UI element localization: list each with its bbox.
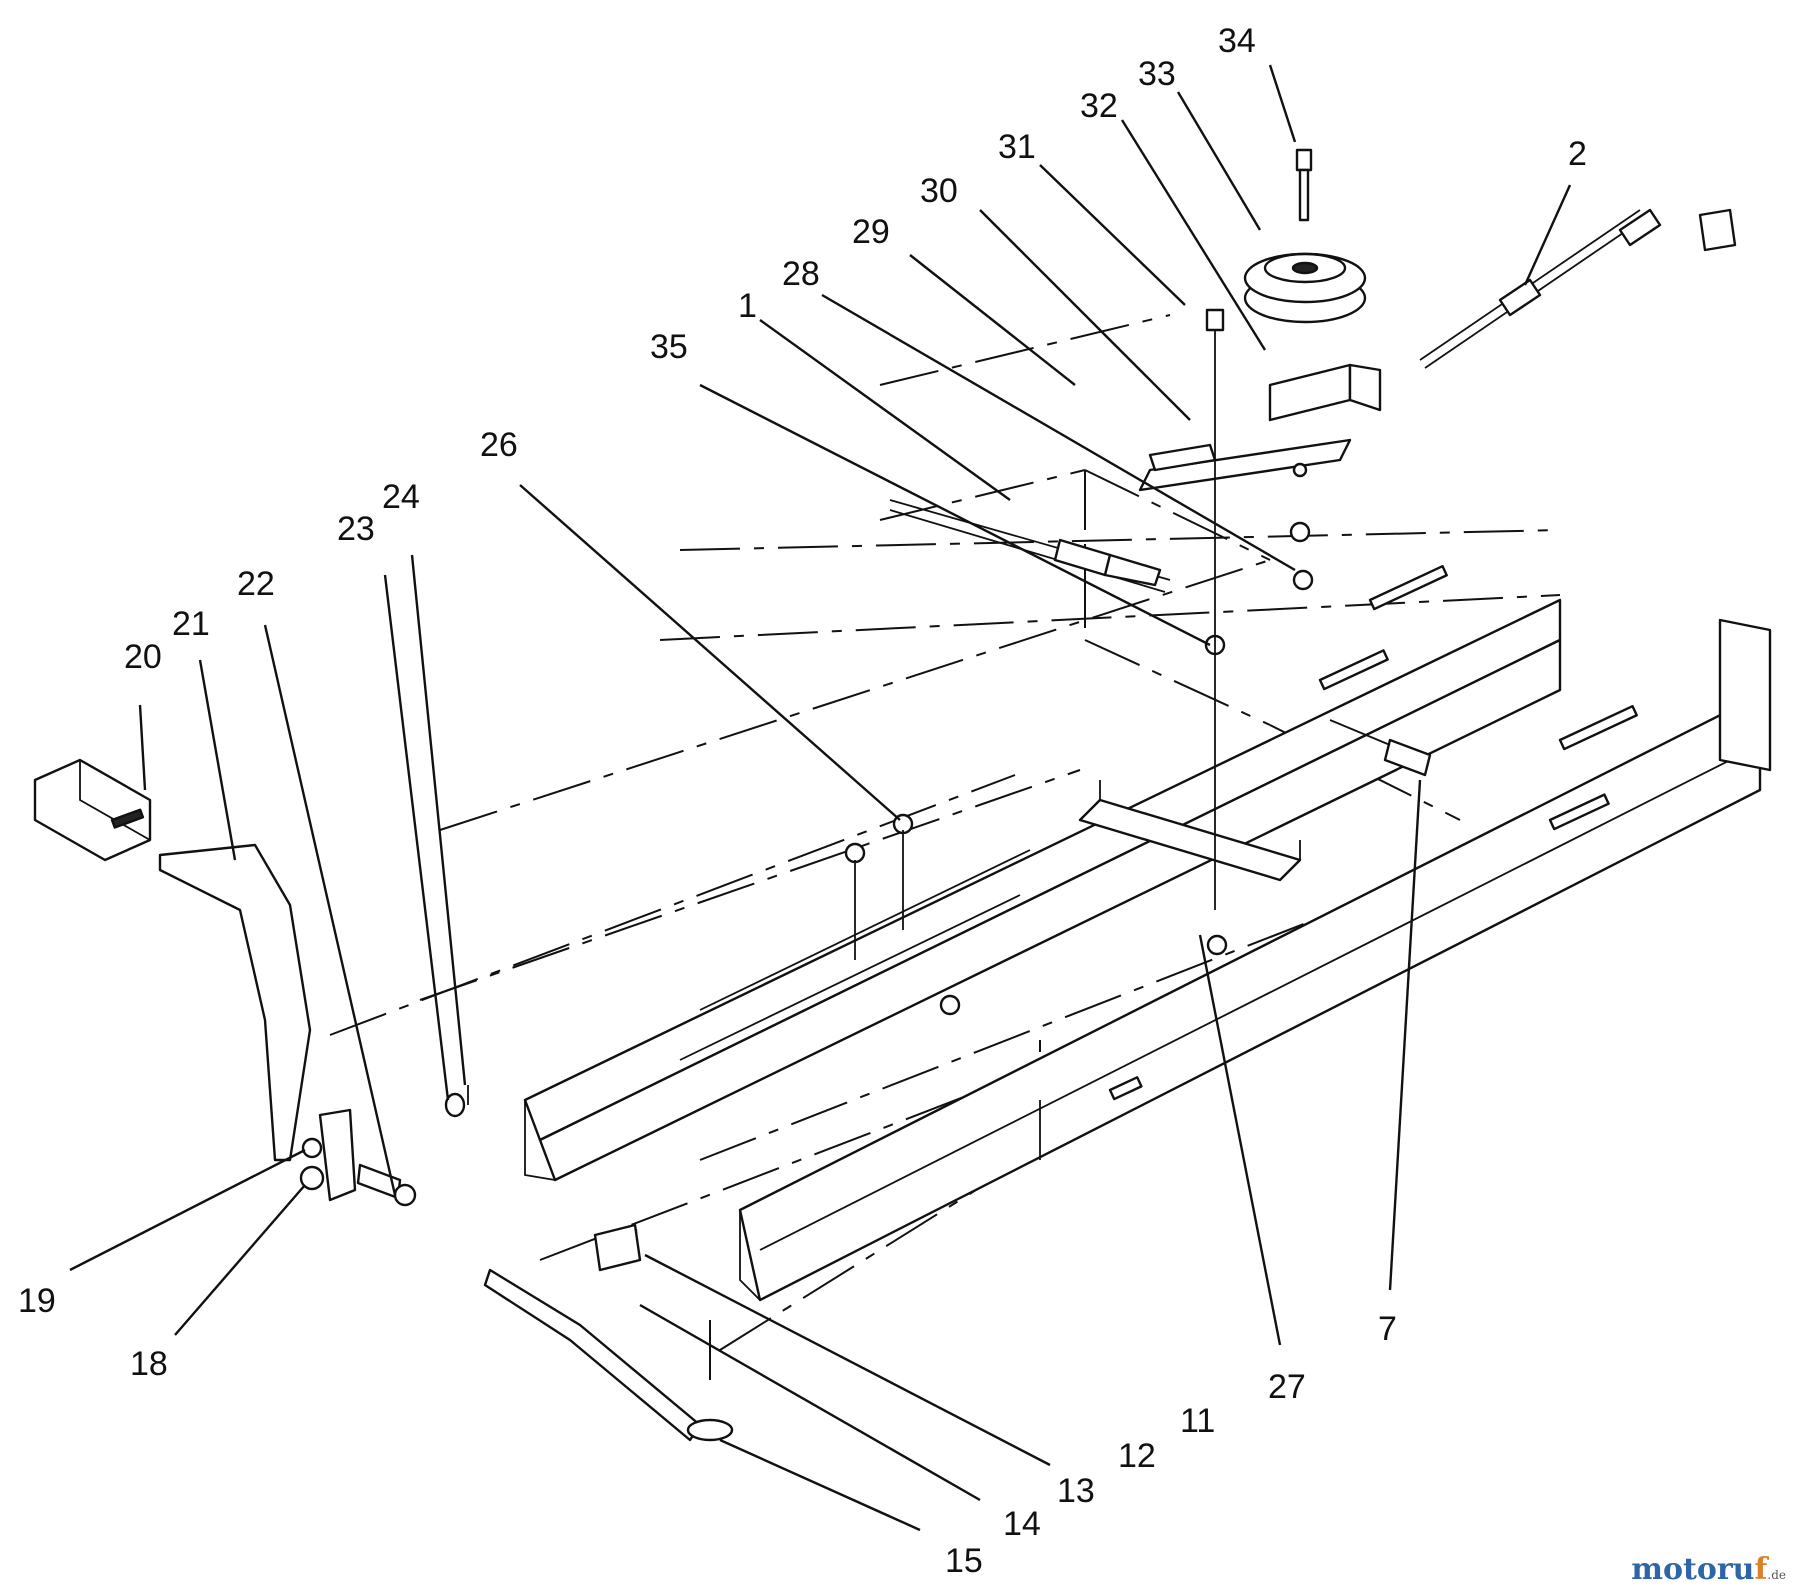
watermark-suffix: .de (1767, 1568, 1786, 1582)
callout-19: 19 (18, 1282, 56, 1320)
callout-27: 27 (1268, 1368, 1306, 1406)
callout-30: 30 (920, 172, 958, 210)
callout-2: 2 (1568, 135, 1587, 173)
idler-bracket (1268, 363, 1382, 422)
idler-pulley (1243, 252, 1367, 324)
callout-34: 34 (1218, 22, 1256, 60)
callout-14: 14 (1003, 1505, 1041, 1543)
callout-18: 18 (130, 1345, 168, 1383)
callout-22: 22 (237, 565, 275, 603)
callout-29: 29 (852, 213, 890, 251)
callout-26: 26 (480, 426, 518, 464)
frame-slots (1108, 564, 1638, 1101)
tension-rod (889, 499, 1171, 593)
callout-24: 24 (382, 478, 420, 516)
hex-nuts (844, 462, 1314, 1016)
callouts: 34 33 32 31 30 29 28 1 35 2 26 24 23 22 … (18, 22, 1587, 1580)
extension-spring (1419, 208, 1737, 369)
callout-13: 13 (1057, 1472, 1095, 1510)
pivot-bracket (299, 1085, 469, 1207)
callout-7: 7 (1378, 1310, 1397, 1348)
phantom-frame-lines (329, 314, 1581, 1380)
small-spring (1329, 719, 1432, 777)
shoulder-bolt (1295, 148, 1313, 222)
callout-35: 35 (650, 328, 688, 366)
frame-rail-lower (738, 618, 1772, 1302)
callout-32: 32 (1080, 87, 1118, 125)
callout-11: 11 (1180, 1402, 1215, 1440)
watermark-main: motoru (1631, 1552, 1755, 1587)
clamp (593, 1223, 642, 1272)
pedal-arm (158, 843, 312, 1162)
callout-23: 23 (337, 510, 375, 548)
callout-15: 15 (945, 1542, 983, 1580)
mount-plate (1078, 438, 1352, 882)
callout-20: 20 (124, 638, 162, 676)
watermark-logo: motoruf.de (1631, 1552, 1786, 1587)
leader-lines (69, 64, 1572, 1532)
callout-21: 21 (172, 605, 210, 643)
link-rod (483, 1268, 734, 1442)
callout-12: 12 (1118, 1437, 1156, 1475)
callout-28: 28 (782, 255, 820, 293)
pedal-pad (33, 758, 152, 862)
callout-1: 1 (738, 287, 757, 325)
callout-33: 33 (1138, 55, 1176, 93)
watermark-accent: f (1754, 1552, 1768, 1587)
callout-31: 31 (998, 128, 1036, 166)
